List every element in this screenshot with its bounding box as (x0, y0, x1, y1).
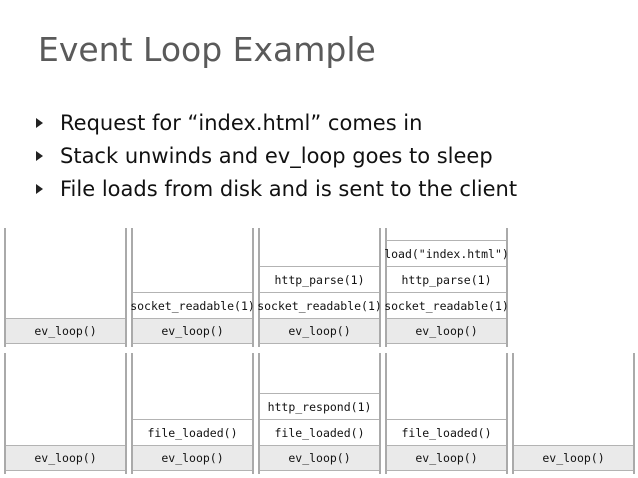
stack-frame: file_loaded() (260, 419, 379, 445)
stack-column: ev_loop()file_loaded()http_respond(1) (258, 353, 381, 474)
stack-frame: file_loaded() (387, 419, 506, 445)
stack-frame: ev_loop() (387, 445, 506, 471)
stack-column: ev_loop()socket_readable(1)http_parse(1) (257, 228, 382, 347)
stack-frame: ev_loop() (260, 445, 379, 471)
stack-column: ev_loop()file_loaded() (131, 353, 254, 474)
stack-column: ev_loop() (4, 353, 127, 474)
bullet-text: File loads from disk and is sent to the … (60, 176, 518, 201)
slide-title: Event Loop Example (38, 30, 376, 69)
stack-column: ev_loop() (4, 228, 127, 347)
stack-frame: load("index.html") (384, 240, 509, 266)
stack-frame: ev_loop() (260, 318, 379, 344)
bullet-item: Stack unwinds and ev_loop goes to sleep (36, 139, 517, 172)
stack-frame: http_parse(1) (387, 266, 506, 292)
stack-frame: socket_readable(1) (384, 292, 509, 318)
stack-frame: ev_loop() (387, 318, 506, 344)
stack-frame: ev_loop() (6, 445, 125, 471)
stack-column: ev_loop()socket_readable(1) (130, 228, 255, 347)
stack-column: ev_loop()file_loaded() (385, 353, 508, 474)
stack-frame: http_parse(1) (260, 266, 379, 292)
stack-frame: socket_readable(1) (130, 292, 255, 318)
stack-frame: ev_loop() (133, 445, 252, 471)
stack-frame: http_respond(1) (260, 393, 379, 419)
bullet-arrow-icon (36, 150, 43, 161)
bullet-item: File loads from disk and is sent to the … (36, 172, 517, 205)
stack-frame: ev_loop() (514, 445, 633, 471)
stack-frame: socket_readable(1) (257, 292, 382, 318)
stack-frame: ev_loop() (133, 318, 252, 344)
bullet-text: Stack unwinds and ev_loop goes to sleep (60, 143, 493, 168)
bullet-list: Request for “index.html” comes in Stack … (36, 106, 517, 205)
bullet-arrow-icon (36, 117, 43, 128)
bullet-arrow-icon (36, 183, 43, 194)
stack-column: ev_loop() (512, 353, 635, 474)
stack-column: ev_loop()socket_readable(1)http_parse(1)… (384, 228, 509, 347)
bullet-item: Request for “index.html” comes in (36, 106, 517, 139)
stack-frame: file_loaded() (133, 419, 252, 445)
bullet-text: Request for “index.html” comes in (60, 110, 423, 135)
stack-frame: ev_loop() (6, 318, 125, 344)
